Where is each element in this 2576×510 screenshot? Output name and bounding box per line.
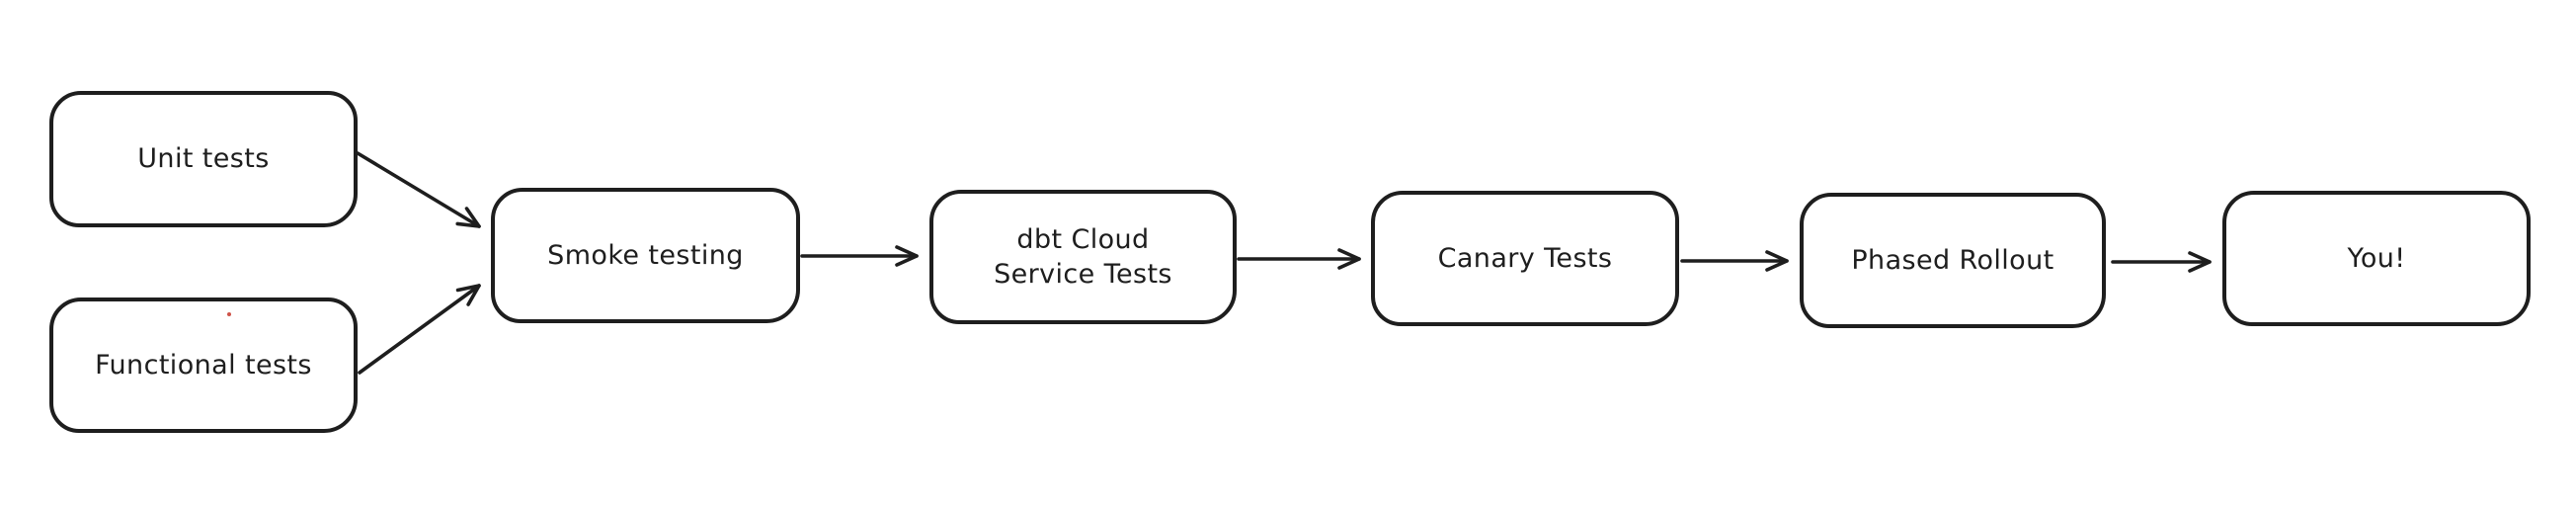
node-canary-tests-label: Canary Tests	[1437, 242, 1613, 274]
node-dbt-cloud-line-1: dbt Cloud	[1016, 223, 1150, 255]
red-dot-artifact	[227, 312, 231, 316]
node-smoke-testing: Smoke testing	[491, 188, 800, 323]
node-you-label: You!	[2347, 242, 2406, 274]
node-functional-tests-label: Functional tests	[95, 349, 312, 381]
node-you: You!	[2222, 191, 2531, 326]
node-phased-rollout-label: Phased Rollout	[1851, 244, 2054, 276]
edge-functional-tests-to-smoke-testing	[358, 284, 481, 375]
node-unit-tests-label: Unit tests	[137, 143, 270, 175]
node-canary-tests: Canary Tests	[1371, 191, 1679, 326]
node-dbt-cloud-line-2: Service Tests	[994, 259, 1172, 290]
node-unit-tests: Unit tests	[49, 91, 358, 227]
node-phased-rollout: Phased Rollout	[1800, 193, 2106, 328]
edge-unit-tests-to-smoke-testing	[356, 151, 481, 228]
node-dbt-cloud-service-tests: dbt Cloud Service Tests	[929, 190, 1237, 324]
node-dbt-cloud-service-tests-label: dbt Cloud Service Tests	[984, 222, 1182, 292]
node-smoke-testing-label: Smoke testing	[547, 239, 744, 271]
node-functional-tests: Functional tests	[49, 298, 358, 433]
